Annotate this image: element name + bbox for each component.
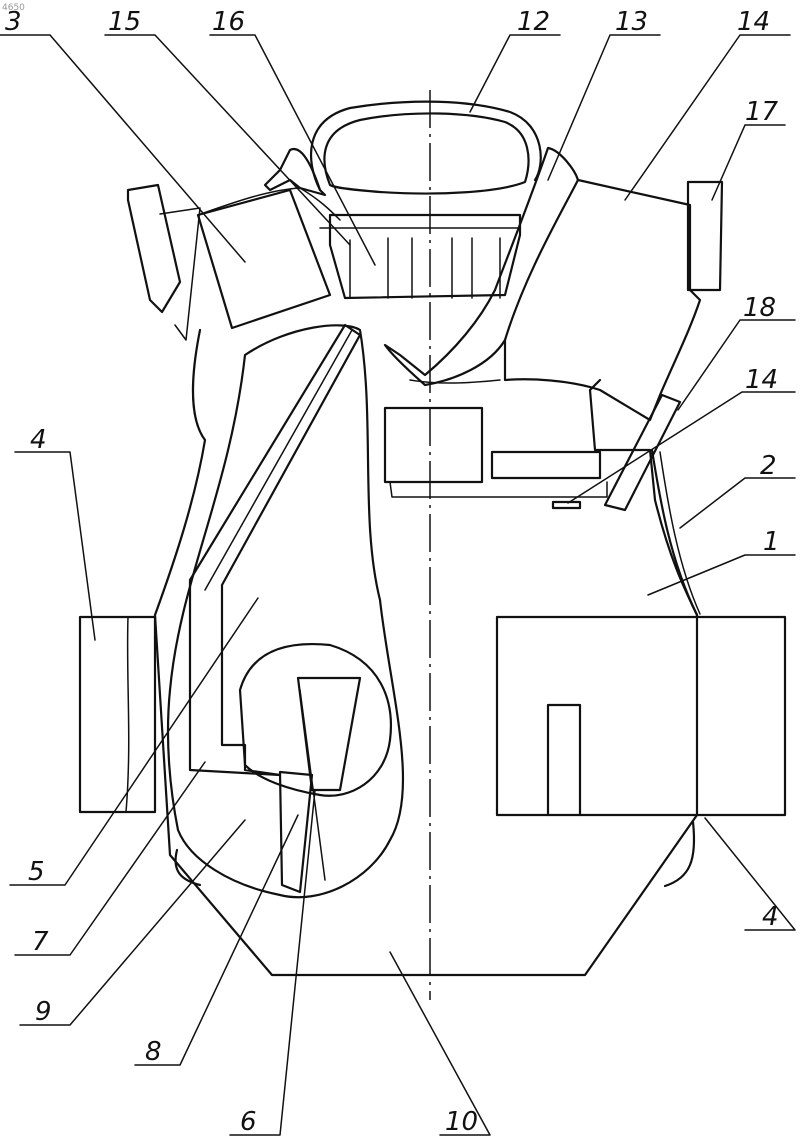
label-18: 18 bbox=[743, 293, 776, 323]
label-5: 5 bbox=[28, 857, 45, 887]
label-17: 17 bbox=[745, 97, 779, 127]
label-10: 10 bbox=[445, 1107, 478, 1137]
vest-body-outline bbox=[155, 330, 697, 975]
label-4-right: 4 bbox=[762, 902, 779, 932]
label-8: 8 bbox=[145, 1037, 162, 1067]
collar-12 bbox=[311, 102, 541, 190]
label-16: 16 bbox=[212, 7, 245, 37]
label-4-left: 4 bbox=[30, 425, 47, 455]
label-15: 15 bbox=[108, 7, 141, 37]
epaulette-17 bbox=[688, 182, 722, 290]
side-pocket-4-right-tab bbox=[548, 705, 580, 815]
side-pocket-4-left-fold bbox=[126, 617, 129, 812]
side-pocket-4-left bbox=[80, 617, 155, 812]
label-12: 12 bbox=[517, 7, 550, 37]
label-14-mid: 14 bbox=[745, 365, 778, 395]
label-1: 1 bbox=[763, 527, 780, 557]
chest-pocket-right bbox=[492, 452, 600, 478]
inner-flap-9 bbox=[168, 325, 403, 897]
label-3: 3 bbox=[5, 7, 22, 37]
right-shoulder-13 bbox=[385, 148, 578, 385]
collar-12-inner bbox=[324, 113, 528, 193]
label-9: 9 bbox=[35, 997, 52, 1027]
side-edge-2-inner bbox=[660, 452, 700, 614]
right-shoulder-14 bbox=[505, 180, 700, 420]
pocket-6-tab bbox=[298, 678, 360, 790]
flap-strip-7-inner bbox=[205, 330, 352, 590]
chest-pocket-left bbox=[385, 408, 482, 482]
label-2: 2 bbox=[760, 451, 777, 481]
side-pocket-4-right bbox=[497, 617, 785, 815]
leader-lines bbox=[0, 35, 795, 1135]
label-6: 6 bbox=[240, 1107, 257, 1137]
fastener-14 bbox=[553, 502, 580, 508]
label-7: 7 bbox=[32, 927, 49, 957]
chest-band bbox=[390, 482, 607, 497]
label-14-top: 14 bbox=[737, 7, 770, 37]
label-13: 13 bbox=[615, 7, 648, 37]
flap-strip-7 bbox=[190, 325, 360, 775]
left-epaulette bbox=[128, 185, 180, 312]
shoulder-pad-3 bbox=[198, 190, 330, 328]
strap-18 bbox=[605, 395, 680, 510]
left-epaulette-link bbox=[160, 208, 200, 340]
